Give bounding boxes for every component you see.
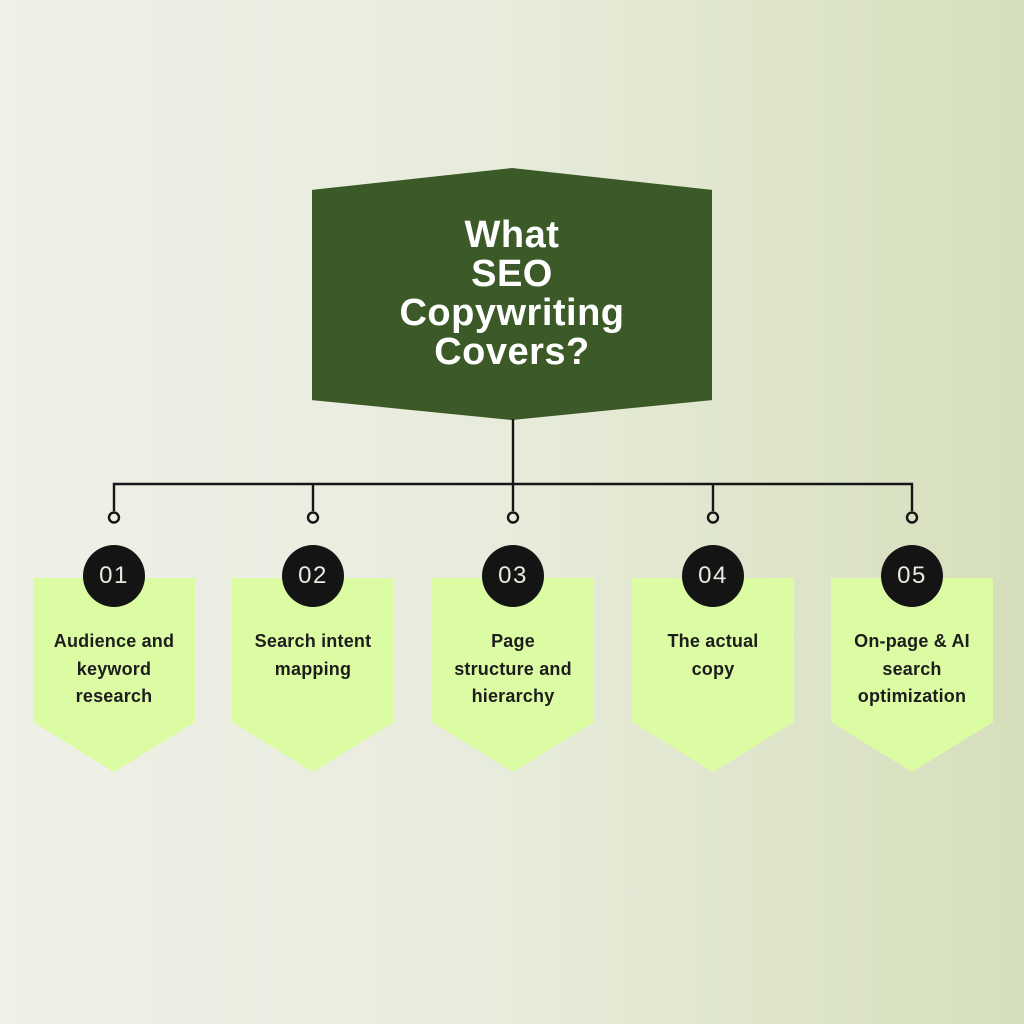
connector-ring-4: [706, 511, 720, 524]
title-banner: What SEO Copywriting Covers?: [312, 168, 712, 420]
item-05-number-badge: 05: [881, 545, 943, 607]
item-01-number-badge: 01: [83, 545, 145, 607]
item-01-number: 01: [99, 562, 129, 589]
item-01-label: Audience and keyword research: [53, 631, 175, 706]
item-03-number-badge: 03: [482, 545, 544, 607]
item-02-card: Search intent mapping: [232, 578, 394, 772]
item-03: 03 Page structure and hierarchy: [432, 545, 594, 773]
item-02-number-badge: 02: [282, 545, 344, 607]
item-04-card: The actual copy: [632, 578, 794, 772]
item-03-card: Page structure and hierarchy: [432, 578, 594, 772]
item-04-label: The actual copy: [667, 631, 759, 679]
connector-ring-1: [107, 511, 121, 524]
connector-ring-5: [905, 511, 919, 524]
item-02-label: Search intent mapping: [254, 631, 372, 679]
connector-ring-3: [506, 511, 520, 524]
item-01-card: Audience and keyword research: [33, 578, 195, 772]
item-05-label: On-page & AI search optimization: [854, 631, 970, 706]
connector-ring-2: [306, 511, 320, 524]
item-05-card: On-page & AI search optimization: [831, 578, 993, 772]
item-05: 05 On-page & AI search optimization: [831, 545, 993, 773]
item-05-number: 05: [897, 562, 927, 589]
item-04-number: 04: [698, 562, 728, 589]
item-04: 04 The actual copy: [632, 545, 794, 773]
item-02: 02 Search intent mapping: [232, 545, 394, 773]
item-04-number-badge: 04: [682, 545, 744, 607]
item-03-label: Page structure and hierarchy: [454, 631, 572, 706]
item-03-number: 03: [498, 562, 528, 589]
rail-line: [112, 482, 914, 511]
item-01: 01 Audience and keyword research: [33, 545, 195, 773]
item-02-number: 02: [298, 562, 328, 589]
page-title: What SEO Copywriting Covers?: [399, 214, 625, 373]
